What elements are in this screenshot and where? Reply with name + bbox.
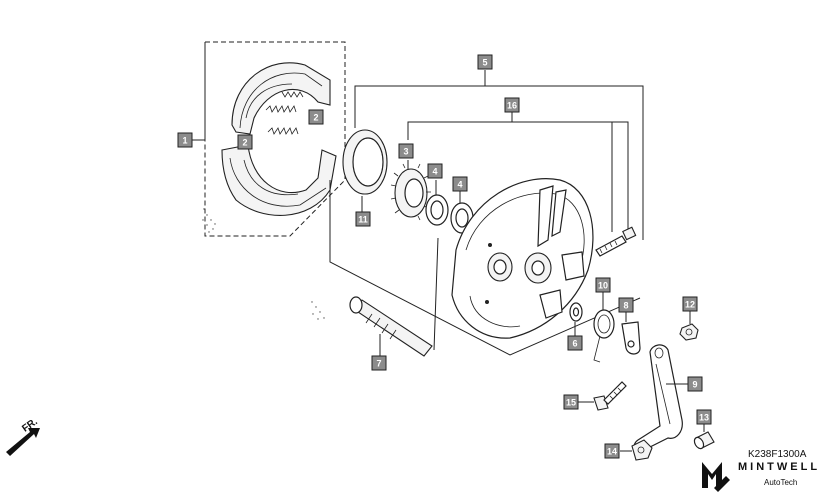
callout-15[interactable]: 15 — [563, 394, 579, 410]
brake-shoe-group — [192, 41, 346, 237]
front-direction-arrow — [6, 428, 40, 456]
return-spring — [593, 292, 615, 363]
svg-text:7: 7 — [376, 359, 381, 369]
drive-gear — [390, 160, 431, 221]
brake-arm — [633, 344, 688, 453]
brand-name: MINTWELL — [738, 461, 821, 473]
callout-2b[interactable]: 2 — [237, 134, 253, 150]
svg-text:15: 15 — [566, 398, 576, 408]
small-washer — [569, 302, 583, 336]
svg-text:14: 14 — [607, 447, 617, 457]
svg-text:1: 1 — [182, 136, 187, 146]
svg-text:2: 2 — [313, 113, 318, 123]
callout-4b[interactable]: 4 — [452, 176, 468, 192]
brand-subtitle: AutoTech — [764, 478, 798, 487]
svg-text:13: 13 — [699, 413, 709, 423]
callout-16[interactable]: 16 — [504, 97, 520, 113]
svg-text:16: 16 — [507, 101, 517, 111]
svg-text:4: 4 — [432, 167, 437, 177]
svg-text:4: 4 — [457, 180, 462, 190]
callout-14[interactable]: 14 — [604, 443, 620, 459]
svg-text:3: 3 — [403, 147, 408, 157]
callout-3[interactable]: 3 — [398, 143, 414, 159]
callout-10[interactable]: 10 — [595, 277, 611, 293]
lock-nut — [620, 439, 653, 461]
callout-5[interactable]: 5 — [477, 54, 493, 70]
callout-4a[interactable]: 4 — [427, 163, 443, 179]
nut — [679, 311, 699, 341]
adjuster-bolt — [595, 226, 637, 257]
indicator-plate — [621, 312, 641, 355]
callout-6[interactable]: 6 — [567, 335, 583, 351]
oil-seal — [342, 129, 388, 212]
svg-text:5: 5 — [482, 58, 487, 68]
joint-pin — [693, 424, 715, 450]
callout-1[interactable]: 1 — [177, 132, 193, 148]
svg-text:8: 8 — [623, 301, 628, 311]
brand-logo-icon — [702, 462, 730, 492]
callout-7[interactable]: 7 — [371, 355, 387, 371]
svg-text:10: 10 — [598, 281, 608, 291]
svg-text:6: 6 — [572, 339, 577, 349]
cam-shaft — [311, 237, 439, 357]
svg-text:9: 9 — [692, 380, 697, 390]
callout-9[interactable]: 9 — [687, 376, 703, 392]
pivot-bolt — [578, 381, 627, 411]
callout-8[interactable]: 8 — [618, 297, 634, 313]
callout-2a[interactable]: 2 — [308, 109, 324, 125]
callout-13[interactable]: 13 — [696, 409, 712, 425]
svg-text:11: 11 — [358, 215, 368, 225]
svg-text:2: 2 — [242, 138, 247, 148]
callout-12[interactable]: 12 — [682, 296, 698, 312]
brake-panel — [451, 178, 594, 339]
svg-text:12: 12 — [685, 300, 695, 310]
callout-11[interactable]: 11 — [355, 211, 371, 227]
diagram-code: K238F1300A — [748, 449, 807, 460]
